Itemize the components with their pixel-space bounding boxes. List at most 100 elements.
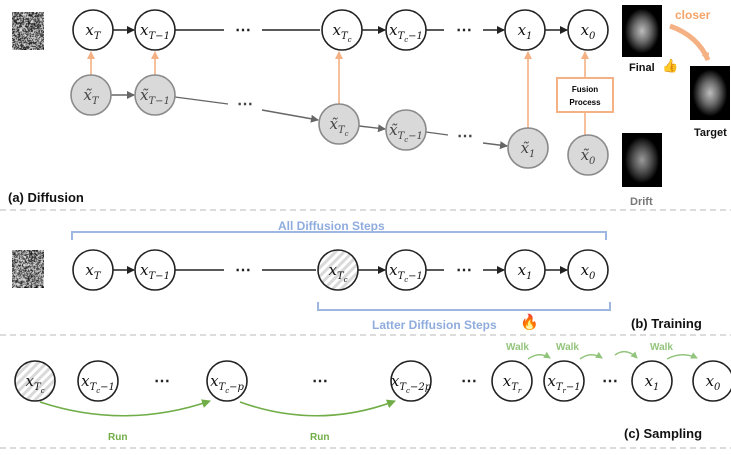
sampling-node-label-3: xTc−2p	[391, 372, 432, 395]
drift-node-4	[507, 127, 549, 169]
fusion-label-line2: Process	[569, 98, 601, 107]
drift-line-2	[425, 131, 449, 136]
drift-line-1	[174, 96, 229, 105]
training-node-3	[385, 249, 427, 291]
walk-arrow-1	[527, 351, 551, 360]
noise-image-training	[12, 250, 44, 288]
walk-label-3: Walk	[650, 342, 673, 353]
all-steps-bracket	[71, 231, 607, 240]
diffusion-node-5	[567, 9, 609, 51]
drift-label: Drift	[630, 196, 653, 208]
fusion-process-box: Fusion Process	[556, 77, 614, 113]
thumbs-up-icon: 👍	[662, 58, 679, 73]
sampling-node-3	[390, 360, 432, 402]
latter-diffusion-steps-label: Latter Diffusion Steps	[372, 318, 497, 332]
sampling-node-4	[491, 360, 533, 402]
drift-node-3	[385, 109, 427, 151]
walk-arrow-4	[666, 352, 698, 360]
sampling-ellipsis-1: ⋯	[154, 371, 170, 390]
training-node-1	[134, 249, 176, 291]
diffusion-node-label-4: x1	[518, 21, 533, 42]
drift-node-label-5: x̃0	[581, 146, 596, 167]
drift-ellipsis-2: ⋯	[457, 126, 473, 145]
diffusion-node-label-1: xT−1	[140, 21, 170, 42]
section-label-sampling: (c) Sampling	[624, 426, 703, 441]
drift-node-label-4: x̃1	[521, 139, 536, 160]
training-node-4	[504, 249, 546, 291]
diffusion-node-label-2: xTc	[332, 21, 351, 44]
drift-node-label-0: x̃T	[83, 86, 99, 107]
walk-arrow-3	[614, 350, 638, 359]
closer-arrow	[669, 23, 711, 62]
sampling-node-5	[543, 360, 585, 402]
drift-node-1	[134, 74, 176, 116]
training-node-label-2: xTc	[328, 261, 347, 284]
drift-mri-image	[622, 133, 662, 187]
training-ellipsis-2: ⋯	[456, 260, 472, 279]
run-label-2: Run	[310, 432, 330, 443]
sampling-node-1	[77, 360, 119, 402]
drift-node-0	[70, 74, 112, 116]
training-ellipsis-1: ⋯	[235, 260, 251, 279]
drift-node-label-3: x̃Tc−1	[389, 121, 423, 144]
sampling-node-label-6: x1	[645, 372, 660, 393]
noise-image-diffusion	[12, 12, 44, 50]
drift-node-5	[567, 134, 609, 176]
diffusion-node-2	[321, 9, 363, 51]
drift-node-label-2: x̃Tc	[329, 115, 348, 138]
diffusion-node-label-5: x0	[581, 21, 596, 42]
drift-arrow-3	[482, 141, 508, 150]
sampling-node-label-7: x0	[706, 372, 721, 393]
sampling-ellipsis-2: ⋯	[312, 371, 328, 390]
sampling-node-2	[206, 360, 248, 402]
training-node-label-1: xT−1	[140, 261, 170, 282]
diffusion-node-label-0: xT	[85, 21, 101, 42]
drift-arrow-1	[261, 109, 319, 123]
sampling-node-7	[692, 360, 731, 402]
training-node-label-0: xT	[85, 261, 101, 282]
walk-label-1: Walk	[506, 342, 529, 353]
section-label-training: (b) Training	[631, 316, 702, 331]
fusion-label-line1: Fusion	[571, 85, 599, 94]
training-node-label-5: x0	[581, 261, 596, 282]
sampling-ellipsis-4: ⋯	[602, 371, 618, 390]
latter-steps-bracket	[317, 302, 611, 311]
sampling-node-label-5: xTr−1	[547, 372, 580, 395]
sampling-node-6	[631, 360, 673, 402]
training-node-label-4: x1	[518, 261, 533, 282]
fire-icon: 🔥	[520, 314, 539, 331]
drift-ellipsis-1: ⋯	[237, 94, 253, 113]
run-label-1: Run	[108, 432, 128, 443]
training-node-0	[72, 249, 114, 291]
target-mri-image	[690, 66, 730, 120]
sampling-ellipsis-3: ⋯	[461, 371, 477, 390]
training-node-2	[317, 249, 359, 291]
sampling-node-label-1: xTc−1	[81, 372, 115, 395]
target-label: Target	[694, 127, 727, 139]
final-mri-image	[622, 5, 662, 57]
training-node-5	[567, 249, 609, 291]
sampling-node-label-2: xTc−p	[210, 372, 244, 395]
all-diffusion-steps-label: All Diffusion Steps	[278, 219, 385, 233]
run-arrow-2	[239, 399, 396, 417]
sampling-node-0	[14, 360, 56, 402]
walk-label-2: Walk	[556, 342, 579, 353]
walk-arrow-2	[579, 351, 603, 360]
sampling-node-label-4: xTr	[503, 372, 522, 395]
closer-label: closer	[675, 8, 711, 22]
diffusion-node-1	[134, 9, 176, 51]
section-label-diffusion: (a) Diffusion	[8, 190, 84, 205]
run-arrow-1	[39, 399, 211, 417]
drift-node-label-1: x̃T−1	[140, 86, 170, 107]
diffusion-node-label-3: xTc−1	[389, 21, 423, 44]
drift-arrow-2	[358, 124, 386, 133]
final-label: Final	[629, 62, 655, 74]
training-node-label-3: xTc−1	[389, 261, 423, 284]
diffusion-node-4	[504, 9, 546, 51]
diffusion-node-3	[385, 9, 427, 51]
diffusion-ellipsis-1: ⋯	[235, 20, 251, 39]
drift-node-2	[318, 103, 360, 145]
diffusion-ellipsis-2: ⋯	[456, 20, 472, 39]
diffusion-node-0	[72, 9, 114, 51]
